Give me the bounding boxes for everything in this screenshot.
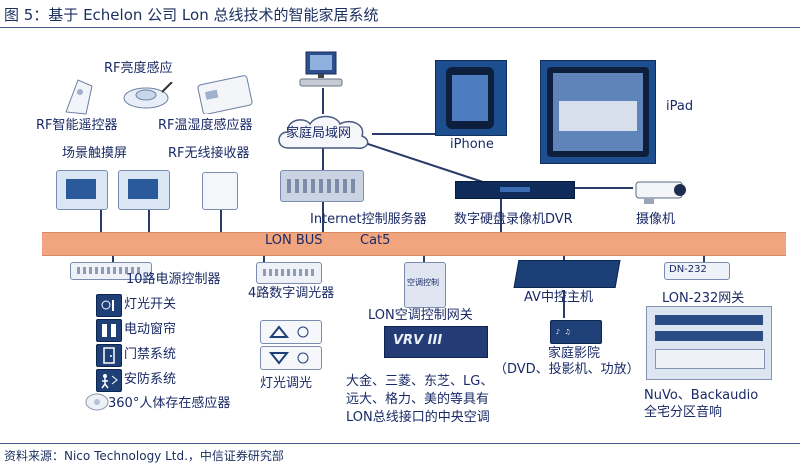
label-dvr: 数字硬盘录像机DVR xyxy=(454,212,573,227)
vrv-logo: VRV III xyxy=(393,333,442,348)
line-touch1-bus xyxy=(100,210,102,232)
rf-light-sensor-device xyxy=(122,82,174,110)
label-av-host: AV中控主机 xyxy=(524,290,593,305)
label-scene-touchscreen: 场景触摸屏 xyxy=(62,146,127,161)
label-home-lan: 家庭局域网 xyxy=(286,126,351,141)
label-presence: 360°人体存在感应器 xyxy=(108,396,230,411)
line-pc-lan xyxy=(322,88,324,114)
label-rf-receiver: RF无线接收器 xyxy=(168,146,250,161)
label-home-theater: 家庭影院 xyxy=(548,346,600,361)
line-receiver-bus xyxy=(220,210,222,232)
dvr-device xyxy=(455,181,575,199)
door-access-icon xyxy=(96,344,122,367)
bus-label-cat5: Cat5 xyxy=(360,233,390,248)
label-ac-gateway: LON空调控制网关 xyxy=(368,308,473,323)
label-power-controller: 10路电源控制器 xyxy=(126,272,221,287)
footer-rule xyxy=(0,443,800,444)
line-touch2-bus xyxy=(148,210,150,232)
label-lon232: LON-232网关 xyxy=(662,291,744,306)
av-host-device xyxy=(514,260,621,288)
ac-gateway-device: 空调控制 xyxy=(404,262,446,308)
touchscreen-panel-2 xyxy=(118,170,170,210)
label-ipad: iPad xyxy=(666,99,693,114)
lon-bus-bar xyxy=(42,232,786,256)
label-audio-1: NuVo、Backaudio xyxy=(644,388,758,403)
camera-device xyxy=(630,176,692,206)
lon232-device: DN-232 xyxy=(664,262,730,280)
label-theater-sub: （DVD、投影机、功放） xyxy=(494,362,640,377)
ac-gateway-tag: 空调控制 xyxy=(407,277,439,288)
svg-text:♪: ♪ xyxy=(556,328,560,336)
label-rf-remote: RF智能遥控器 xyxy=(36,118,118,133)
dim-up-button[interactable] xyxy=(260,320,322,344)
label-rf-light-sensor: RF亮度感应 xyxy=(104,61,173,76)
label-rf-temp-humidity: RF温湿度感应器 xyxy=(158,118,253,133)
label-internet-server: Internet控制服务器 xyxy=(310,212,427,227)
source-footer: 资料来源：Nico Technology Ltd.，中信证券研究部 xyxy=(4,447,284,464)
dimmer-device xyxy=(256,262,322,284)
label-ac-brands-2: 远大、格力、美的等具有 xyxy=(346,392,489,407)
title-rule xyxy=(0,27,800,28)
security-icon xyxy=(96,369,122,392)
label-dimming: 灯光调光 xyxy=(260,376,312,391)
label-light-switch: 灯光开关 xyxy=(124,297,176,312)
label-dimmer4: 4路数字调光器 xyxy=(248,286,334,301)
label-camera: 摄像机 xyxy=(636,212,675,227)
rf-temp-humidity-device xyxy=(196,74,254,114)
label-security: 安防系统 xyxy=(124,372,176,387)
rf-receiver-device xyxy=(202,172,238,210)
lon232-tag: DN-232 xyxy=(669,264,707,275)
dim-down-button[interactable] xyxy=(260,346,322,370)
vrv-unit-device: VRV III xyxy=(384,326,488,358)
line-lan-iphone xyxy=(372,133,437,135)
label-ac-brands-1: 大金、三菱、东芝、LG、 xyxy=(346,374,493,389)
curtain-icon xyxy=(96,319,122,342)
audio-rack-device xyxy=(646,306,772,380)
presence-sensor-device xyxy=(84,392,110,412)
svg-text:♫: ♫ xyxy=(564,328,570,336)
touchscreen-panel-1 xyxy=(56,170,108,210)
label-ac-brands-3: LON总线接口的中央空调 xyxy=(346,410,490,425)
iphone-device xyxy=(435,60,507,136)
label-curtain: 电动窗帘 xyxy=(124,322,176,337)
pc-monitor-icon xyxy=(296,50,348,90)
label-iphone: iPhone xyxy=(450,137,494,152)
internet-server-device xyxy=(280,170,364,202)
light-switch-icon xyxy=(96,294,122,317)
figure-title: 图 5：基于 Echelon 公司 Lon 总线技术的智能家居系统 xyxy=(4,4,378,25)
ipad-device xyxy=(540,60,656,164)
bus-label-lon: LON BUS xyxy=(265,233,323,248)
label-access: 门禁系统 xyxy=(124,347,176,362)
line-dvr-camera xyxy=(575,187,633,189)
rf-remote-device xyxy=(58,76,98,116)
home-theater-icon: ♪♫ xyxy=(550,320,602,344)
label-audio-2: 全宅分区音响 xyxy=(644,405,722,420)
